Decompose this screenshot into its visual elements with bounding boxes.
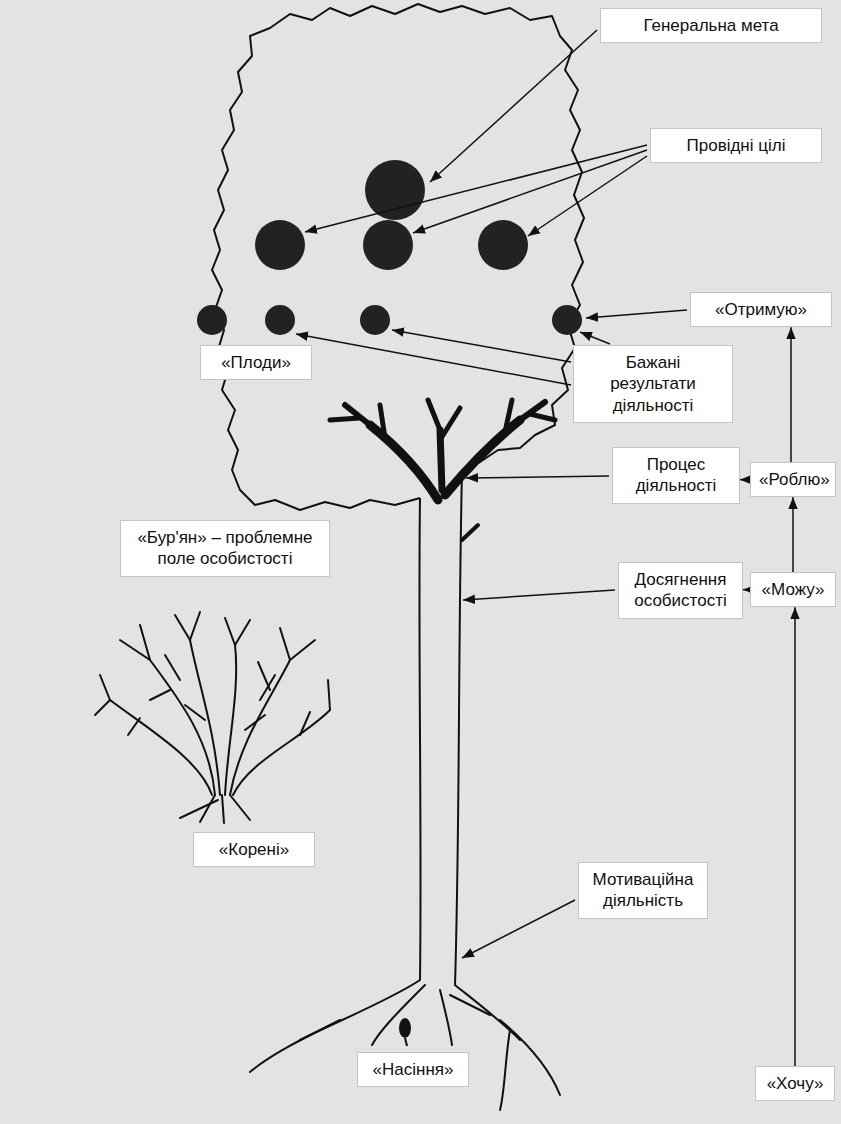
flow-arrow [740, 479, 750, 481]
flow-arrow [743, 589, 750, 591]
label-text: «Насіння» [366, 1059, 460, 1080]
problem-label: «Бур'ян» – проблемне поле особистості [120, 520, 330, 577]
metaphor-label: «Плоди» [200, 345, 312, 380]
label-text: «Можу» [759, 579, 827, 600]
label-text: Генеральна мета [609, 15, 813, 36]
tree-trunk [419, 498, 420, 980]
label-text: Досягнення особистості [627, 569, 734, 612]
goal-circles [197, 160, 582, 335]
label-text: «Роблю» [759, 469, 827, 490]
flow-arrow [790, 327, 792, 462]
metaphor-label: «Насіння» [357, 1052, 469, 1087]
goal-label: Провідні цілі [650, 128, 822, 163]
step-label: «Можу» [750, 572, 836, 607]
label-text: «Плоди» [209, 352, 303, 373]
tree-roots [250, 980, 560, 1110]
label-text: «Хочу» [764, 1073, 826, 1094]
label-text: «Бур'ян» – проблемне поле особистості [129, 527, 321, 570]
result-label: Бажані результати діяльності [573, 345, 733, 423]
step-label: «Роблю» [750, 462, 836, 497]
step-label: «Отримую» [690, 292, 832, 327]
tree-branches [330, 400, 555, 540]
metaphor-label: «Корені» [193, 832, 315, 867]
label-text: Бажані результати діяльності [582, 352, 724, 416]
label-text: Провідні цілі [659, 135, 813, 156]
label-text: Процес діяльності [621, 454, 731, 497]
flow-arrow [792, 497, 794, 572]
label-text: «Корені» [202, 839, 306, 860]
seed-sprout [405, 1038, 407, 1046]
label-text: «Отримую» [699, 299, 823, 320]
process-label: Процес діяльності [612, 447, 740, 504]
label-text: Мотиваційна діяльність [587, 869, 699, 912]
goal-label: Генеральна мета [600, 8, 822, 43]
tree-crown [212, 4, 584, 510]
seed [399, 1018, 411, 1038]
weed-bush [95, 612, 330, 823]
tree-trunk [455, 470, 462, 985]
flow-arrow [794, 607, 796, 1066]
step-label: «Хочу» [755, 1066, 835, 1101]
achievement-label: Досягнення особистості [618, 562, 743, 619]
motivation-label: Мотиваційна діяльність [578, 862, 708, 919]
